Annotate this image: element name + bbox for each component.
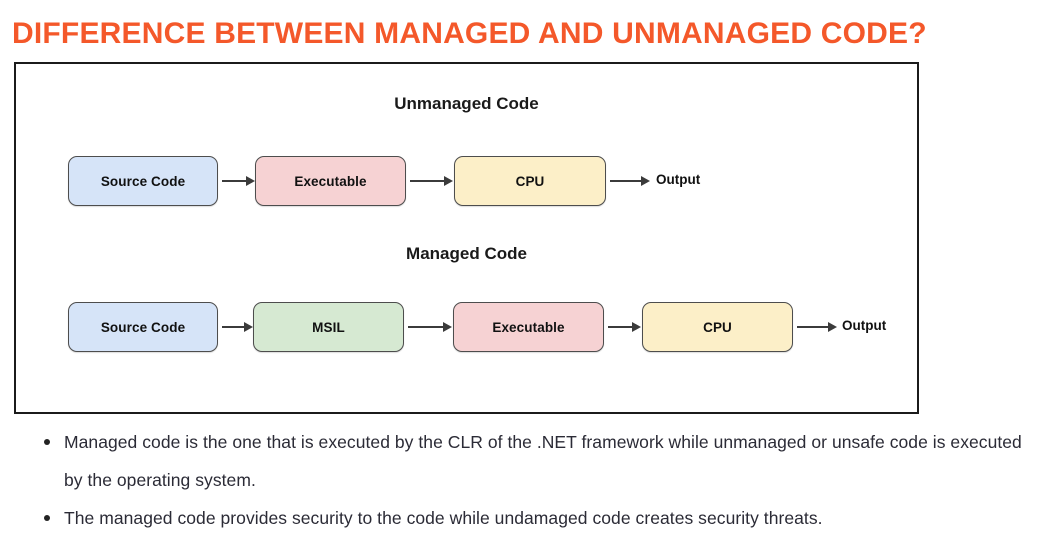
arrow-head-icon bbox=[444, 176, 453, 186]
arrow-head-icon bbox=[828, 322, 837, 332]
node-managed-source-code: Source Code bbox=[68, 302, 218, 352]
flow-row-unmanaged: Source Code Executable CPU Output bbox=[16, 156, 917, 208]
list-item-text: Managed code is the one that is executed… bbox=[64, 432, 1022, 490]
node-managed-executable: Executable bbox=[453, 302, 604, 352]
arrow-managed-4 bbox=[797, 322, 837, 332]
arrow-head-icon bbox=[244, 322, 253, 332]
arrow-shaft bbox=[608, 326, 633, 328]
arrow-shaft bbox=[408, 326, 444, 328]
list-item: Managed code is the one that is executed… bbox=[30, 423, 1030, 499]
arrow-shaft bbox=[222, 326, 245, 328]
section-heading-managed: Managed Code bbox=[406, 244, 527, 263]
arrow-unmanaged-3 bbox=[610, 176, 650, 186]
bullet-dot-icon bbox=[44, 515, 50, 521]
page-title: DIFFERENCE BETWEEN MANAGED AND UNMANAGED… bbox=[12, 17, 927, 50]
node-managed-msil: MSIL bbox=[253, 302, 404, 352]
output-label-managed: Output bbox=[842, 318, 887, 333]
arrow-unmanaged-2 bbox=[410, 176, 453, 186]
flow-row-managed: Source Code MSIL Executable CPU Output bbox=[16, 302, 917, 354]
arrow-head-icon bbox=[632, 322, 641, 332]
node-unmanaged-cpu: CPU bbox=[454, 156, 606, 206]
arrow-shaft bbox=[410, 180, 445, 182]
bullet-dot-icon bbox=[44, 439, 50, 445]
node-unmanaged-executable: Executable bbox=[255, 156, 406, 206]
node-managed-cpu: CPU bbox=[642, 302, 793, 352]
arrow-unmanaged-1 bbox=[222, 176, 255, 186]
list-item: The managed code provides security to th… bbox=[30, 499, 1030, 537]
arrow-managed-3 bbox=[608, 322, 641, 332]
arrow-shaft bbox=[797, 326, 829, 328]
arrow-head-icon bbox=[246, 176, 255, 186]
list-item-text: The managed code provides security to th… bbox=[64, 508, 823, 528]
diagram-frame: Unmanaged Code Source Code Executable CP… bbox=[14, 62, 919, 414]
arrow-shaft bbox=[610, 180, 642, 182]
arrow-managed-2 bbox=[408, 322, 452, 332]
node-unmanaged-source-code: Source Code bbox=[68, 156, 218, 206]
arrow-managed-1 bbox=[222, 322, 253, 332]
arrow-head-icon bbox=[443, 322, 452, 332]
arrow-shaft bbox=[222, 180, 247, 182]
section-heading-unmanaged: Unmanaged Code bbox=[394, 94, 539, 113]
output-label-unmanaged: Output bbox=[656, 172, 701, 187]
bullet-list: Managed code is the one that is executed… bbox=[30, 423, 1030, 537]
arrow-head-icon bbox=[641, 176, 650, 186]
